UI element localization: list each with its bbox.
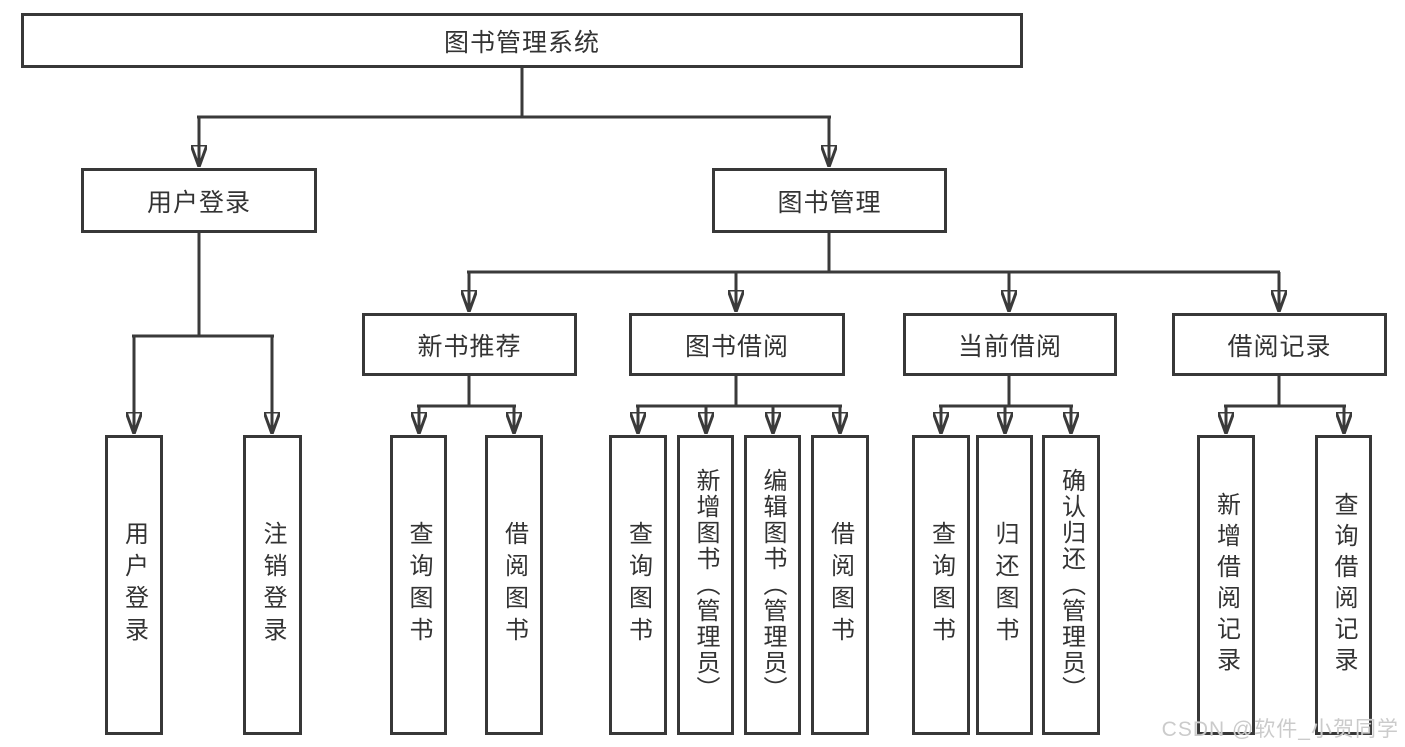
node-book-borrowing: 图书借阅 (629, 313, 845, 376)
leaf-confirm-return-admin: 确认归还（管理员） (1042, 435, 1100, 735)
node-root: 图书管理系统 (21, 13, 1023, 68)
leaf-add-borrow-record: 新增借阅记录 (1197, 435, 1255, 735)
leaf-return-books: 归还图书 (976, 435, 1033, 735)
leaf-query-borrow-record: 查询借阅记录 (1315, 435, 1372, 735)
connector-current-borrowing (939, 376, 1073, 433)
watermark: CSDN @软件_小贺同学 (1161, 718, 1399, 741)
connector-book-management (467, 233, 1280, 311)
node-user-login: 用户登录 (81, 168, 317, 233)
leaf-query-books-current: 查询图书 (912, 435, 970, 735)
connector-root (197, 68, 831, 166)
node-new-book-recommendation: 新书推荐 (362, 313, 577, 376)
node-borrowing-records: 借阅记录 (1172, 313, 1387, 376)
leaf-borrow-books-borrowing: 借阅图书 (811, 435, 869, 735)
connector-new-book-recommendation (417, 376, 516, 433)
connector-borrowing-records (1224, 376, 1346, 433)
leaf-user-login: 用户登录 (105, 435, 163, 735)
leaf-logout: 注销登录 (243, 435, 302, 735)
connector-book-borrowing (636, 376, 842, 433)
leaf-edit-books-admin: 编辑图书（管理员） (744, 435, 801, 735)
leaf-query-books-borrowing: 查询图书 (609, 435, 667, 735)
leaf-add-books-admin: 新增图书（管理员） (677, 435, 734, 735)
node-book-management: 图书管理 (712, 168, 947, 233)
leaf-borrow-books-recommend: 借阅图书 (485, 435, 543, 735)
node-current-borrowing: 当前借阅 (903, 313, 1117, 376)
connector-user-login (132, 233, 274, 433)
leaf-query-books-recommend: 查询图书 (390, 435, 447, 735)
